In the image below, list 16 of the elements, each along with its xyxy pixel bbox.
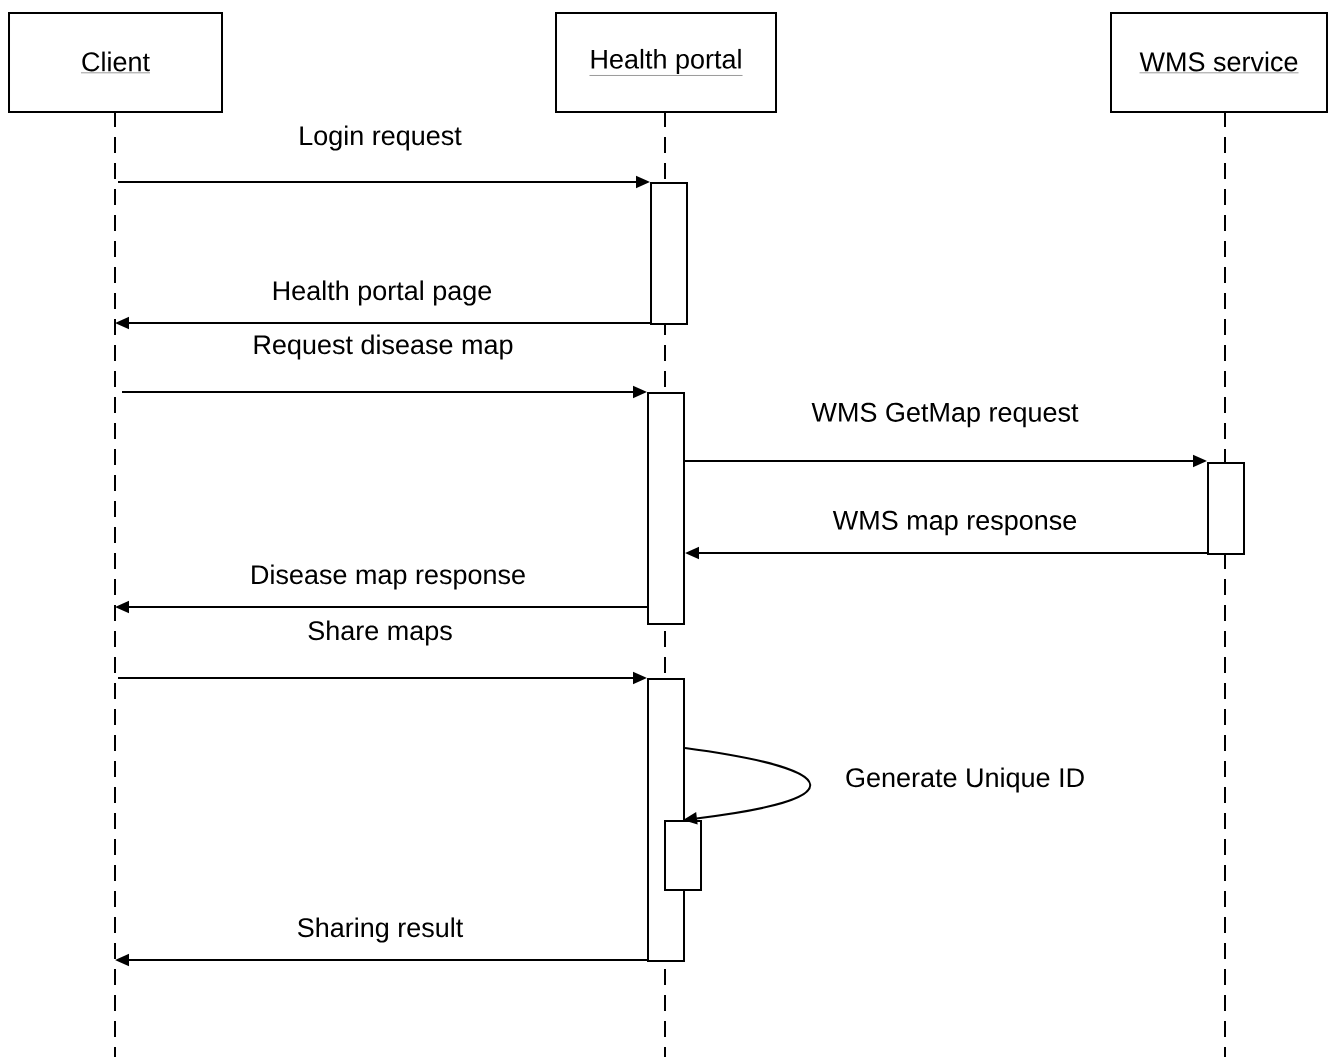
edge-label: Health portal page [270, 279, 494, 307]
edge-label: Disease map response [248, 563, 528, 591]
edge-label: Login request [297, 124, 463, 152]
edge-label: WMS GetMap request [810, 401, 1080, 429]
participant-box: Client [8, 12, 223, 113]
activation-bar [1207, 462, 1245, 555]
participant-box: Health portal [555, 12, 777, 113]
activation-bar [664, 820, 702, 891]
edge-label: Generate Unique ID [844, 766, 1087, 794]
edge-label: Sharing result [295, 916, 465, 944]
edge-label: Request disease map [251, 333, 515, 361]
edge-label: WMS map response [831, 509, 1079, 537]
edge-label: Share maps [306, 619, 454, 647]
activation-bar [650, 182, 688, 325]
participant-box: WMS service [1110, 12, 1328, 113]
activation-bar [647, 392, 685, 625]
